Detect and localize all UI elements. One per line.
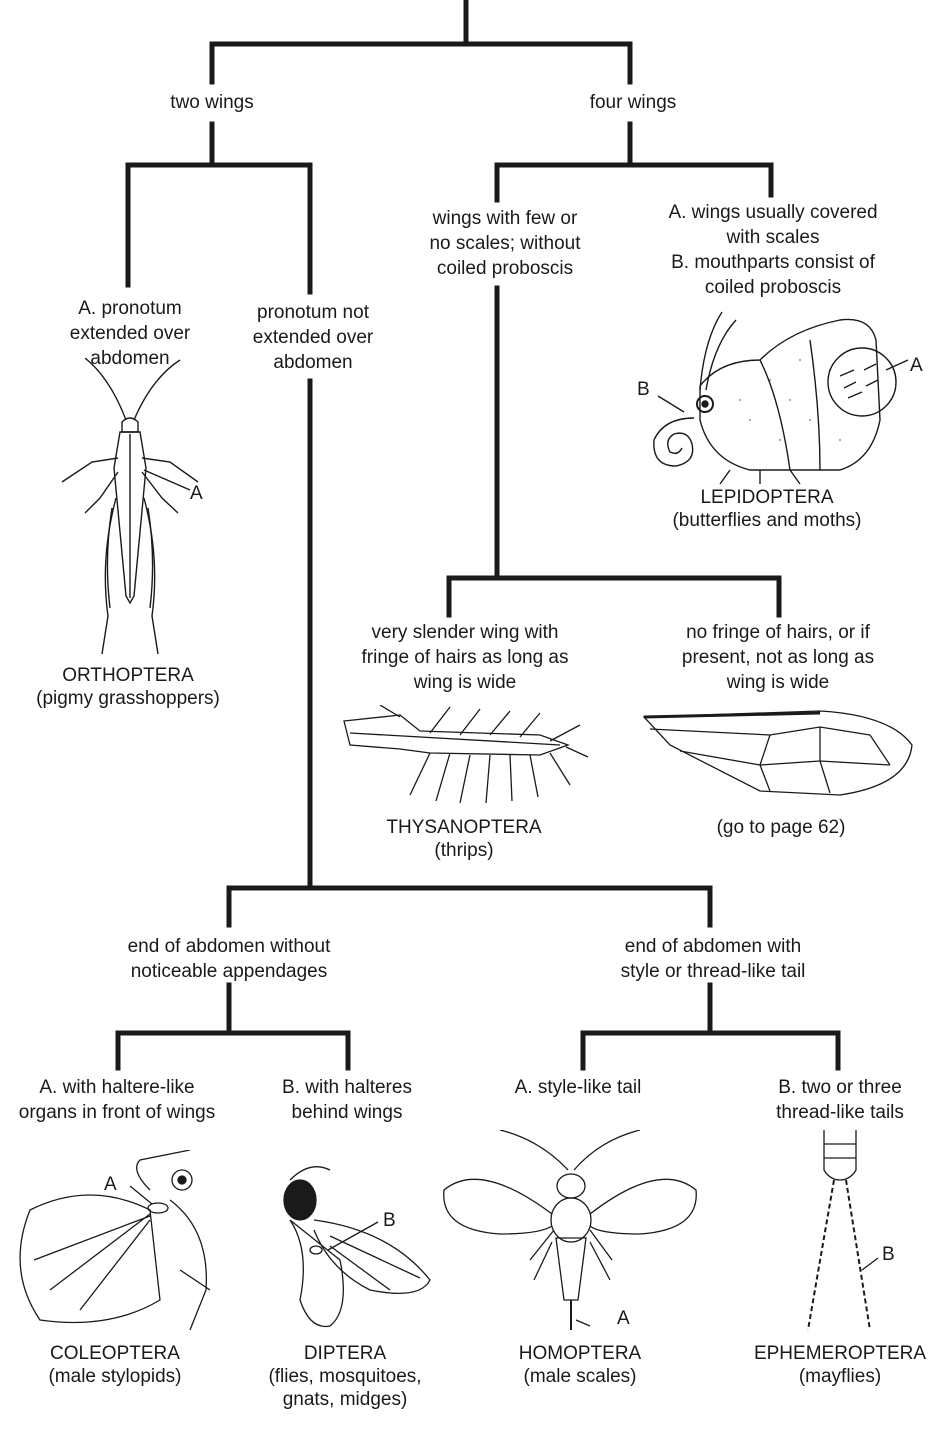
callout-orthoptera-a: A bbox=[190, 484, 203, 504]
node-no-appendages: end of abdomen without noticeable append… bbox=[128, 934, 331, 984]
node-haltere-front: A. with haltere-like organs in front of … bbox=[19, 1075, 215, 1125]
callout-homoptera-a: A bbox=[617, 1309, 630, 1329]
node-no-fringe: no fringe of hairs, or if present, not a… bbox=[682, 620, 874, 695]
node-four-wings: four wings bbox=[590, 90, 677, 115]
result-homoptera: HOMOPTERA (male scales) bbox=[519, 1342, 641, 1388]
lepidoptera-illustration bbox=[640, 300, 910, 490]
callout-diptera-b: B bbox=[383, 1211, 396, 1231]
result-go-to-page: (go to page 62) bbox=[717, 816, 846, 839]
ephemeroptera-illustration bbox=[790, 1130, 900, 1340]
homoptera-illustration bbox=[440, 1130, 700, 1340]
thysanoptera-wing-illustration bbox=[340, 705, 590, 805]
node-slender-wing: very slender wing with fringe of hairs a… bbox=[361, 620, 568, 695]
callout-ephemeroptera-b: B bbox=[882, 1245, 895, 1265]
callout-lepidoptera-a: A bbox=[910, 356, 923, 376]
result-orthoptera: ORTHOPTERA (pigmy grasshoppers) bbox=[36, 664, 220, 710]
result-ephemeroptera: EPHEMEROPTERA (mayflies) bbox=[754, 1342, 926, 1388]
node-two-wings: two wings bbox=[170, 90, 253, 115]
node-style-tail: A. style-like tail bbox=[515, 1075, 642, 1100]
node-tail: end of abdomen with style or thread-like… bbox=[621, 934, 806, 984]
wing-venation-illustration bbox=[640, 705, 920, 805]
callout-coleoptera-a: A bbox=[104, 1175, 117, 1195]
node-pronotum-not-extended: pronotum not extended over abdomen bbox=[253, 300, 373, 375]
callout-lepidoptera-b: B bbox=[637, 380, 650, 400]
result-lepidoptera: LEPIDOPTERA (butterflies and moths) bbox=[672, 486, 861, 532]
orthoptera-illustration bbox=[40, 358, 230, 658]
node-scales-proboscis: A. wings usually covered with scales B. … bbox=[668, 200, 877, 300]
node-halteres-behind: B. with halteres behind wings bbox=[282, 1075, 412, 1125]
diptera-illustration bbox=[270, 1150, 435, 1330]
result-thysanoptera: THYSANOPTERA (thrips) bbox=[386, 816, 541, 862]
node-few-scales: wings with few or no scales; without coi… bbox=[429, 206, 580, 281]
node-thread-tails: B. two or three thread-like tails bbox=[776, 1075, 904, 1125]
result-coleoptera: COLEOPTERA (male stylopids) bbox=[48, 1342, 181, 1388]
result-diptera: DIPTERA (flies, mosquitoes, gnats, midge… bbox=[268, 1342, 421, 1411]
